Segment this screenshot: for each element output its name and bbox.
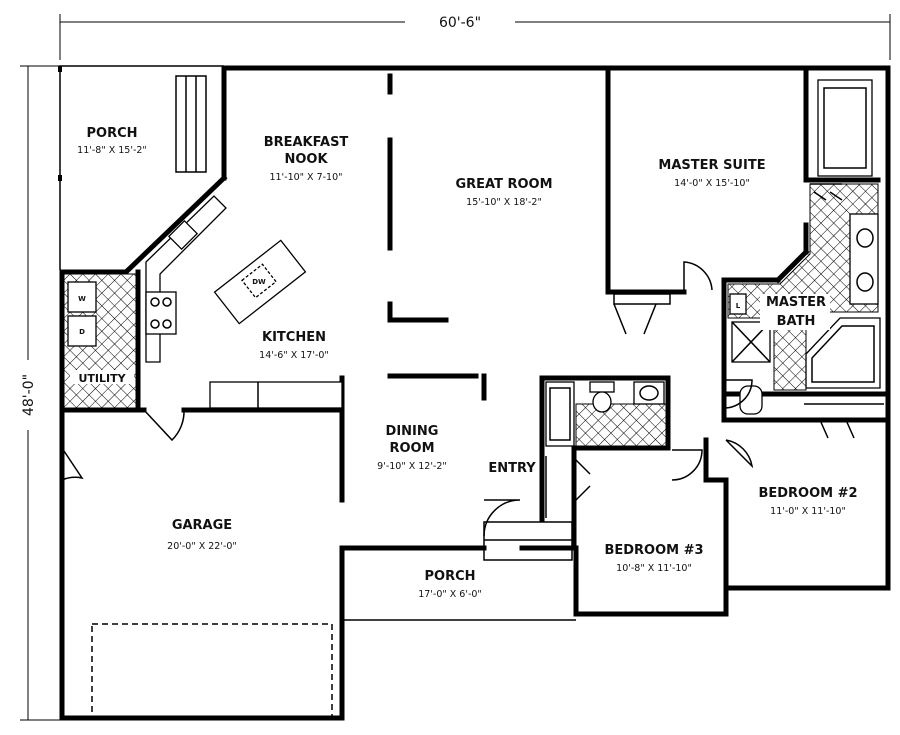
garage-door <box>91 623 333 719</box>
porch-back-name: PORCH <box>86 126 137 141</box>
corner-tub <box>805 317 881 389</box>
garage-name: GARAGE <box>172 518 232 533</box>
linen-label: L <box>736 302 741 310</box>
front-porch <box>342 521 576 621</box>
breakfast-nook-name-1: BREAKFAST <box>264 135 349 150</box>
porch-front-size: 17'-0" X 6'-0" <box>418 589 482 600</box>
closets <box>545 183 884 518</box>
hall-toilet <box>592 391 612 413</box>
bedroom-3-name: BEDROOM #3 <box>604 543 703 558</box>
bedroom-3-size: 10'-8" X 11'-10" <box>616 563 692 574</box>
depth-dimension-line <box>18 65 60 721</box>
interior-walls <box>59 65 891 591</box>
dining-room-name-1: DINING <box>386 424 439 439</box>
washer <box>67 281 97 313</box>
kitchen-counters <box>145 195 343 409</box>
master-bath-name-2: BATH <box>777 314 816 329</box>
width-dimension-label: 60'-6" <box>439 15 481 31</box>
kitchen-island <box>213 239 307 325</box>
dining-room-name-2: ROOM <box>389 441 434 456</box>
entry-name: ENTRY <box>488 461 536 476</box>
porch-front-name: PORCH <box>424 569 475 584</box>
master-suite-name: MASTER SUITE <box>658 158 765 173</box>
breakfast-nook-size: 11'-10" X 7-10" <box>269 172 342 183</box>
back-porch-outline <box>58 65 224 270</box>
bedroom-2-size: 11'-0" X 11'-10" <box>770 506 846 517</box>
porch-back-size: 11'-8" X 15'-2" <box>77 145 147 156</box>
kitchen-name: KITCHEN <box>262 330 326 345</box>
depth-dimension-label: 48'-0" <box>21 374 37 416</box>
dryer <box>67 315 97 347</box>
utility-label: UTILITY <box>78 372 126 385</box>
door-swings <box>61 191 855 537</box>
dishwasher-label: DW <box>252 278 266 286</box>
hall-vanity <box>633 381 665 405</box>
washer-label: W <box>78 295 86 303</box>
width-dimension-line <box>59 12 891 60</box>
great-room-size: 15'-10" X 18'-2" <box>466 197 542 208</box>
master-suite-size: 14'-0" X 15'-10" <box>674 178 750 189</box>
master-bath-name-1: MASTER <box>766 295 826 310</box>
linen-closet <box>729 293 747 315</box>
master-bath-tub <box>817 79 873 177</box>
bedroom-2-name: BEDROOM #2 <box>758 486 857 501</box>
garage-size: 20'-0" X 22'-0" <box>167 541 237 552</box>
hall-bath-floor <box>575 403 667 447</box>
hall-toilet-tank <box>589 381 615 393</box>
kitchen-size: 14'-6" X 17'-0" <box>259 350 329 361</box>
dining-room-size: 9'-10" X 12'-2" <box>377 461 447 472</box>
breakfast-nook-name-2: NOOK <box>284 152 328 167</box>
dryer-label: D <box>79 328 85 336</box>
great-room-name: GREAT ROOM <box>455 177 552 192</box>
